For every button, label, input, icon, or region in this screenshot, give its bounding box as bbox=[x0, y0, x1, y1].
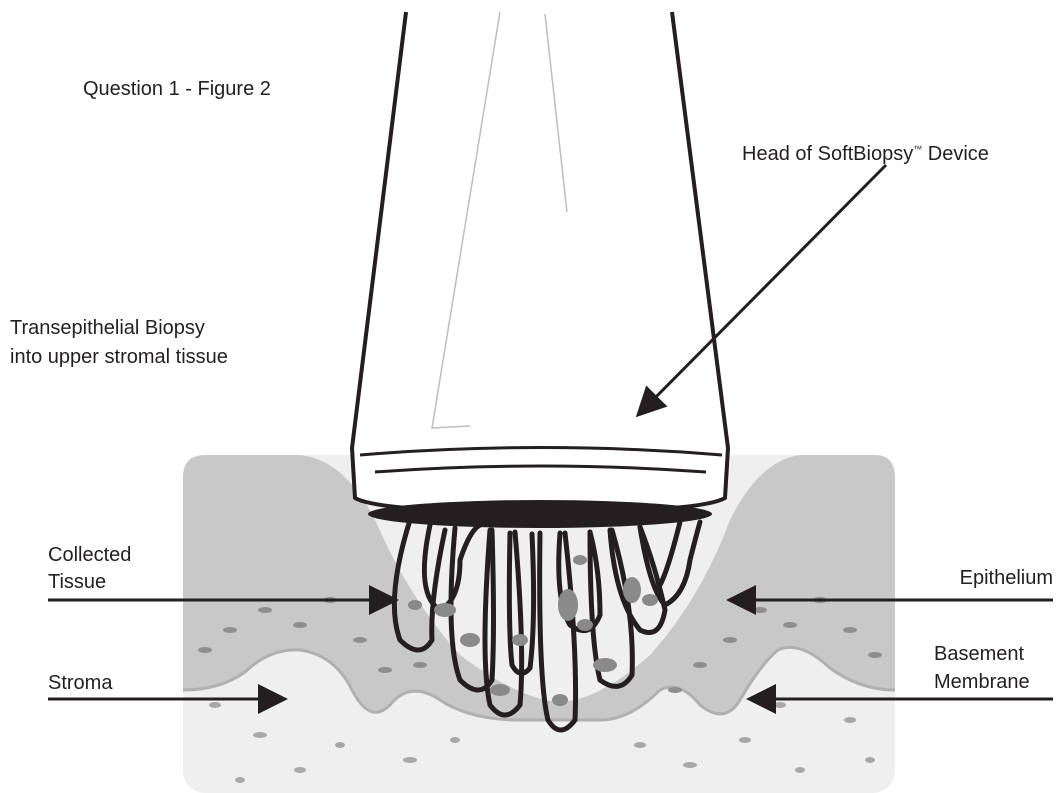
basement-label-line-1: Basement bbox=[934, 642, 1024, 666]
collected-label-line-1: Collected bbox=[48, 543, 131, 567]
collected-label-line-2: Tissue bbox=[48, 570, 106, 594]
trademark-symbol: ™ bbox=[913, 144, 922, 154]
procedure-line-2: into upper stromal tissue bbox=[10, 345, 228, 369]
procedure-line-1: Transepithelial Biopsy bbox=[10, 316, 205, 340]
epithelium-label: Epithelium bbox=[960, 566, 1053, 590]
device-tip bbox=[368, 500, 712, 528]
device-tube bbox=[352, 12, 728, 512]
device-head-label: Head of SoftBiopsy™ Device bbox=[742, 137, 989, 166]
basement-label-line-2: Membrane bbox=[934, 670, 1030, 694]
figure-caption: Question 1 - Figure 2 bbox=[83, 77, 271, 101]
device-head-text: Head of SoftBiopsy bbox=[742, 143, 913, 165]
device-suffix-text: Device bbox=[922, 143, 989, 165]
stroma-label: Stroma bbox=[48, 671, 112, 695]
